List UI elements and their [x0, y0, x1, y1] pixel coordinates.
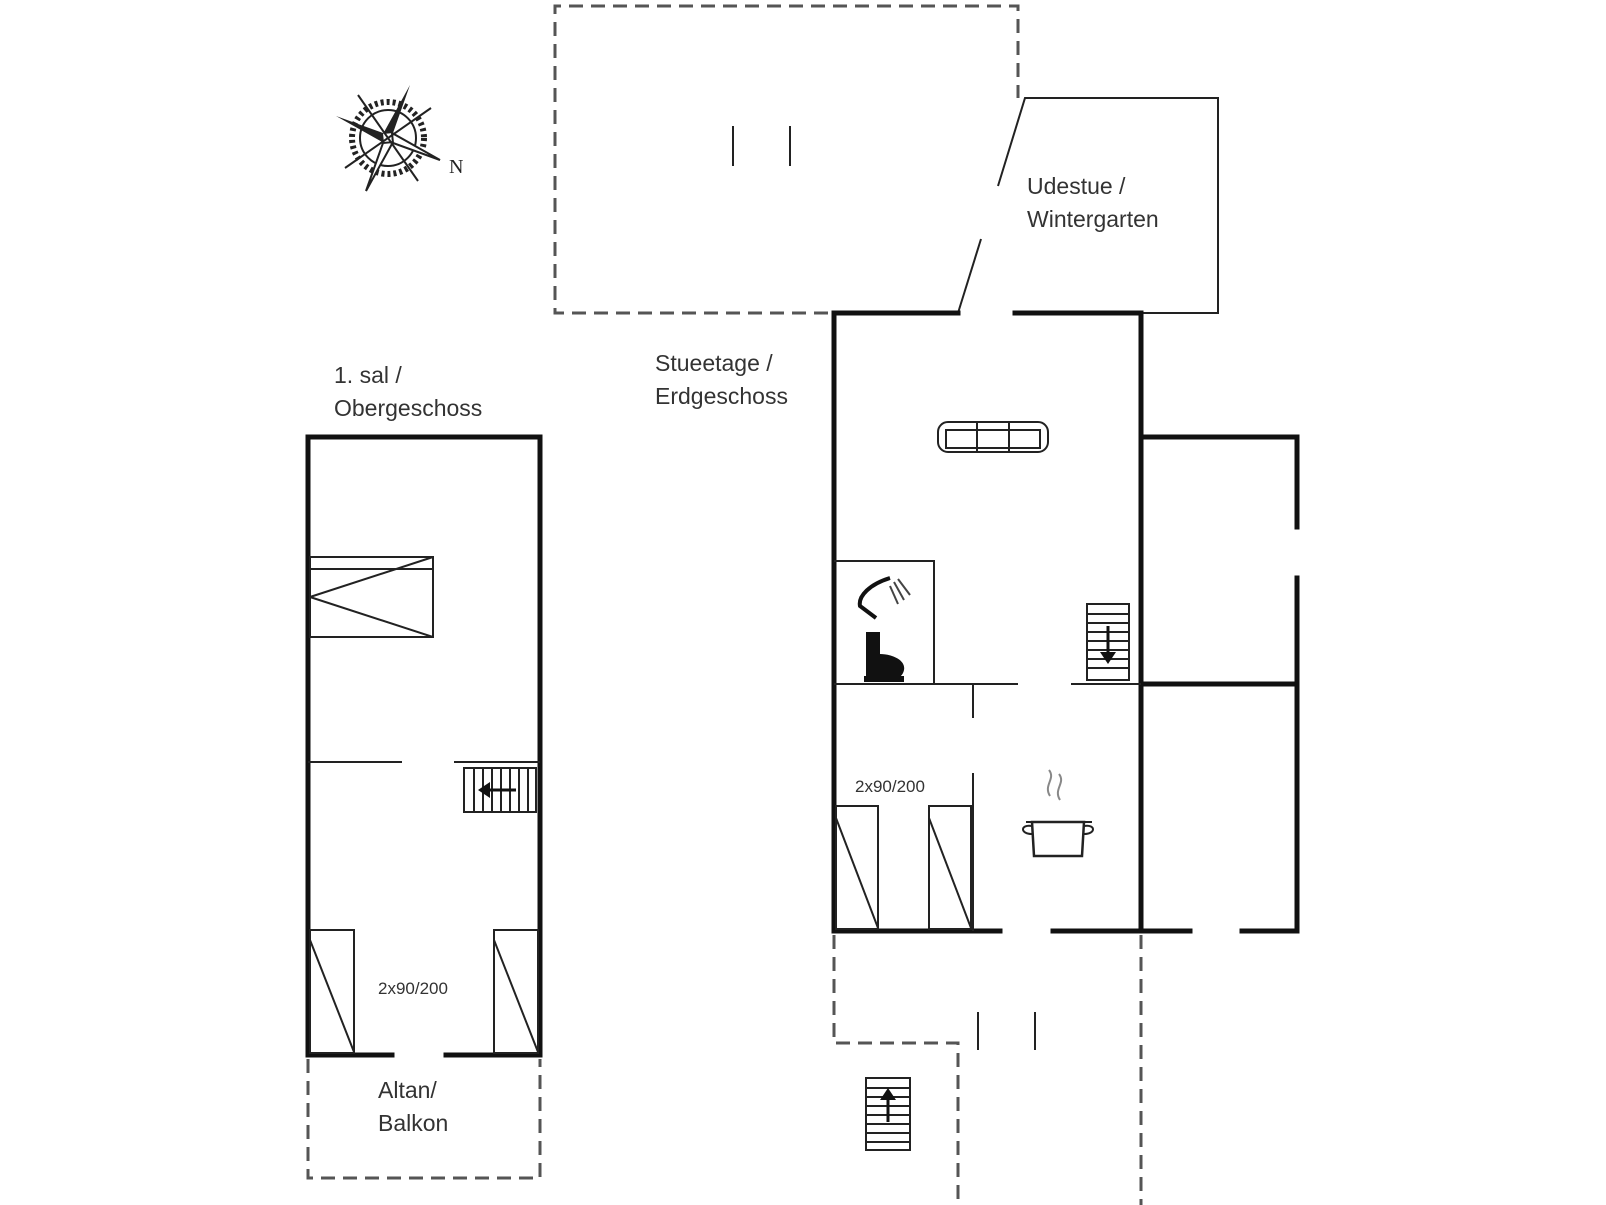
stairs-icon: [1086, 603, 1130, 681]
upper-floor-walls: [305, 434, 543, 1058]
terrace-bottom: [832, 935, 1143, 1205]
north-label: N: [449, 156, 463, 178]
shower-icon: [857, 576, 911, 620]
ground-floor-walls: [831, 310, 1300, 934]
conservatory-label-line2: Wintergarten: [1027, 206, 1159, 232]
balcony-label-line1: Altan/: [378, 1077, 437, 1103]
upper-floor-beds-label: 2x90/200: [378, 979, 448, 998]
ground-floor-title-line2: Erdgeschoss: [655, 383, 788, 409]
toilet-icon: [864, 632, 905, 682]
bed-icon: [309, 929, 355, 1054]
bed-icon: [928, 805, 972, 930]
bed-icon: [493, 929, 539, 1054]
terrace-top: [553, 4, 1020, 315]
ground-floor-beds-label: 2x90/200: [855, 777, 925, 796]
conservatory-label-line1: Udestue /: [1027, 173, 1126, 199]
stairs-icon: [463, 767, 537, 813]
sofa-icon: [937, 421, 1049, 453]
balcony-label-line2: Balkon: [378, 1110, 448, 1136]
stairs-icon: [865, 1077, 911, 1151]
compass-rose-icon: [336, 85, 441, 192]
bed-icon: [309, 556, 434, 638]
upper-floor-title-line2: Obergeschoss: [334, 395, 482, 421]
bed-icon: [835, 805, 879, 930]
conservatory: [957, 97, 1219, 314]
upper-floor-title-line1: 1. sal /: [334, 362, 402, 388]
cooking-pot-icon: [1022, 769, 1094, 858]
ground-floor-title-line1: Stueetage /: [655, 350, 773, 376]
